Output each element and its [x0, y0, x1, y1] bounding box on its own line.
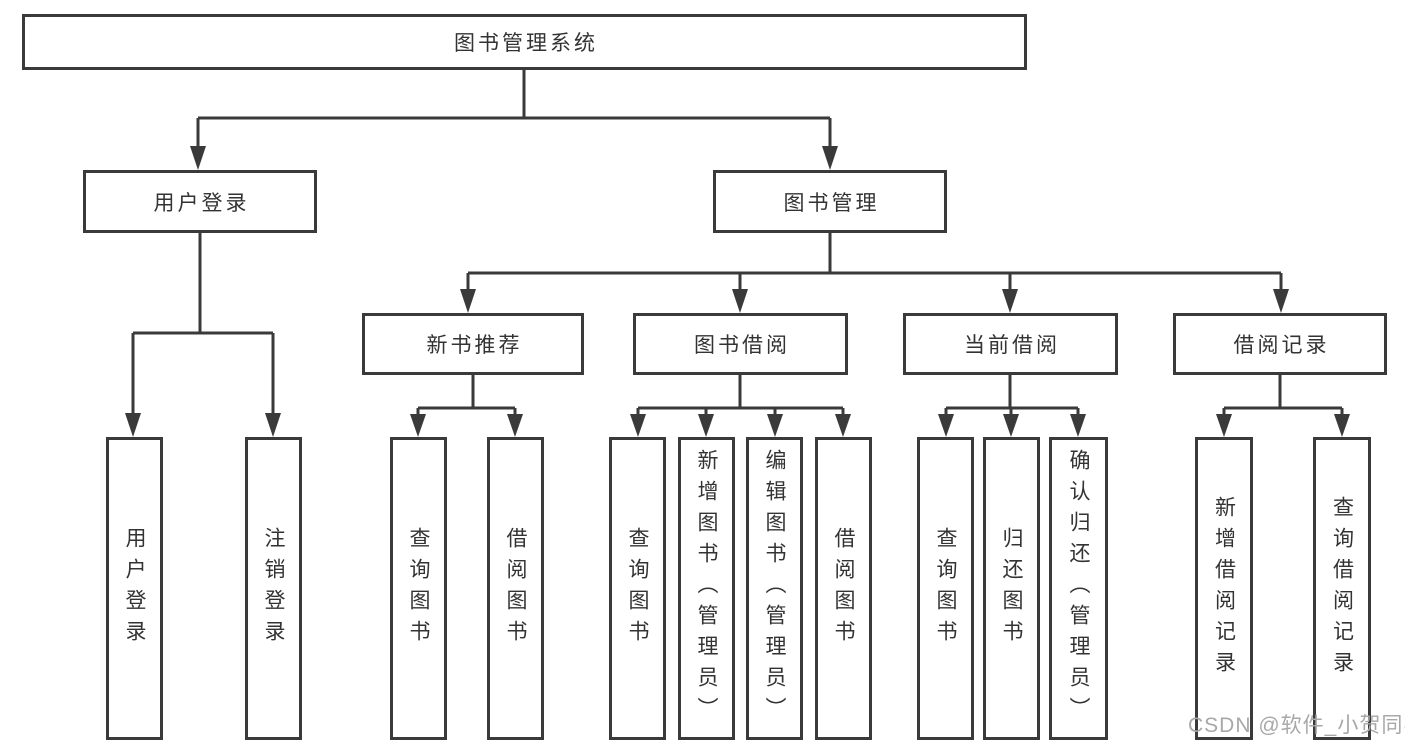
node-leaf-bb-query-books: 查询图书 — [609, 437, 666, 740]
node-leaf-nbr-borrow-books: 借阅图书 — [487, 437, 544, 740]
node-leaf-bb-borrow-books: 借阅图书 — [815, 437, 872, 740]
node-leaf-user-login: 用户登录 — [106, 437, 163, 740]
node-leaf-user-login-label: 用户登录 — [123, 526, 146, 651]
node-leaf-nbr-query-books: 查询图书 — [390, 437, 447, 740]
node-book-borrowing-label: 图书借阅 — [694, 334, 790, 357]
node-new-book-recommend-label: 新书推荐 — [426, 334, 523, 357]
node-leaf-bb-edit-books-admin-label: 编辑图书（管理员） — [763, 449, 786, 728]
node-leaf-cb-query-books: 查询图书 — [917, 437, 974, 740]
node-book-management-label: 图书管理 — [783, 191, 880, 215]
node-new-book-recommend: 新书推荐 — [362, 313, 584, 375]
node-leaf-nbr-borrow-books-label: 借阅图书 — [504, 526, 527, 651]
node-leaf-bb-add-books-admin: 新增图书（管理员） — [678, 437, 735, 740]
node-leaf-bb-edit-books-admin: 编辑图书（管理员） — [746, 437, 803, 740]
node-leaf-nbr-query-books-label: 查询图书 — [407, 526, 430, 651]
node-current-borrowing-label: 当前借阅 — [964, 334, 1060, 357]
node-leaf-br-query-record: 查询借阅记录 — [1313, 437, 1371, 740]
csdn-watermark: CSDN @软件_小贺同学 — [1188, 714, 1405, 737]
node-leaf-cb-return-books-label: 归还图书 — [1000, 526, 1023, 651]
node-user-login-label: 用户登录 — [153, 191, 250, 215]
node-leaf-br-add-record-label: 新增借阅记录 — [1212, 495, 1236, 682]
node-leaf-logout: 注销登录 — [245, 437, 302, 740]
node-leaf-logout-label: 注销登录 — [262, 526, 285, 651]
node-leaf-cb-confirm-return-admin-label: 确认归还（管理员） — [1067, 449, 1090, 728]
node-leaf-bb-query-books-label: 查询图书 — [626, 526, 649, 651]
node-book-borrowing: 图书借阅 — [633, 313, 848, 375]
node-leaf-bb-borrow-books-label: 借阅图书 — [832, 526, 855, 651]
node-leaf-br-add-record: 新增借阅记录 — [1195, 437, 1253, 740]
node-library-system: 图书管理系统 — [22, 14, 1027, 70]
arrowheads — [125, 146, 1350, 437]
node-borrow-records-label: 借阅记录 — [1233, 334, 1330, 357]
node-borrow-records: 借阅记录 — [1173, 313, 1387, 375]
node-book-management: 图书管理 — [713, 170, 947, 233]
node-current-borrowing: 当前借阅 — [903, 313, 1118, 375]
node-leaf-bb-add-books-admin-label: 新增图书（管理员） — [695, 449, 718, 728]
node-user-login: 用户登录 — [83, 170, 317, 233]
node-leaf-br-query-record-label: 查询借阅记录 — [1330, 495, 1354, 682]
node-leaf-cb-confirm-return-admin: 确认归还（管理员） — [1049, 437, 1108, 740]
node-library-system-label: 图书管理系统 — [454, 32, 598, 55]
node-leaf-cb-query-books-label: 查询图书 — [934, 526, 957, 651]
node-leaf-cb-return-books: 归还图书 — [983, 437, 1040, 740]
